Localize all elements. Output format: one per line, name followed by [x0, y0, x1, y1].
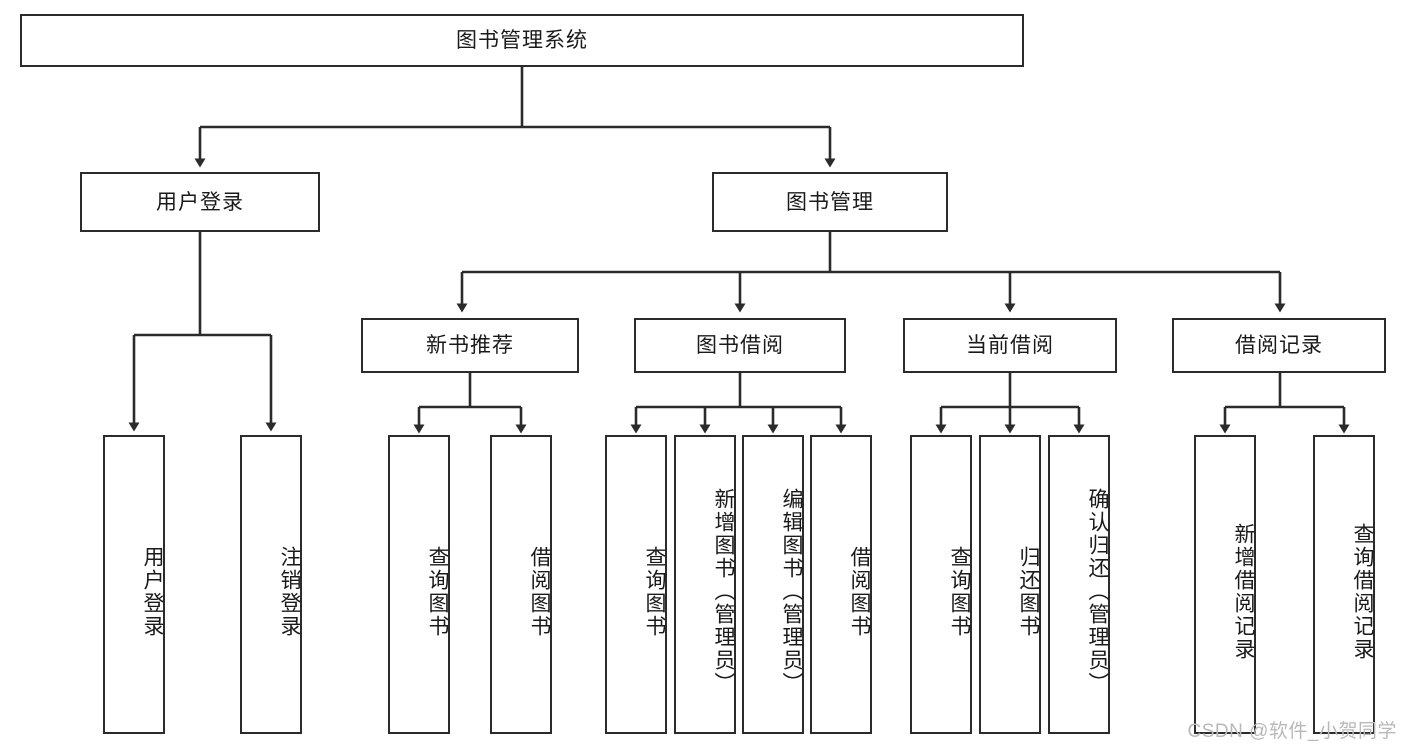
- watermark: CSDN @软件_小贺同学: [1187, 721, 1397, 742]
- node-root-system[interactable]: 图书管理系统: [20, 14, 1024, 67]
- leaf-borrow-edit-book-admin[interactable]: 编辑图书（管理员）: [742, 435, 804, 734]
- leaf-label: 查询图书: [643, 545, 666, 638]
- leaf-borrow-query-book[interactable]: 查询图书: [605, 435, 667, 734]
- node-current-borrow[interactable]: 当前借阅: [903, 318, 1117, 373]
- leaf-borrow-borrow-book[interactable]: 借阅图书: [810, 435, 872, 734]
- leaf-new-book-borrow[interactable]: 借阅图书: [490, 435, 552, 734]
- leaf-label: 归还图书: [1017, 545, 1040, 638]
- leaf-current-query-book[interactable]: 查询图书: [910, 435, 972, 734]
- leaf-record-add[interactable]: 新增借阅记录: [1194, 435, 1256, 734]
- leaf-label: 借阅图书: [528, 545, 551, 638]
- node-book-borrow[interactable]: 图书借阅: [634, 318, 846, 373]
- leaf-label: 查询图书: [948, 545, 971, 638]
- leaf-user-login-signout[interactable]: 注销登录: [240, 435, 302, 734]
- leaf-label: 查询借阅记录: [1351, 522, 1374, 661]
- leaf-user-login-signin[interactable]: 用户登录: [103, 435, 165, 734]
- leaf-label: 编辑图书（管理员）: [780, 488, 803, 695]
- leaf-record-query[interactable]: 查询借阅记录: [1313, 435, 1375, 734]
- node-book-management[interactable]: 图书管理: [712, 172, 948, 232]
- leaf-current-return-book[interactable]: 归还图书: [979, 435, 1041, 734]
- node-new-book-recommend[interactable]: 新书推荐: [361, 318, 579, 373]
- leaf-label: 用户登录: [141, 545, 164, 638]
- leaf-label: 注销登录: [278, 545, 301, 638]
- leaf-new-book-query[interactable]: 查询图书: [388, 435, 450, 734]
- leaf-label: 确认归还（管理员）: [1086, 488, 1109, 695]
- leaf-current-confirm-return-admin[interactable]: 确认归还（管理员）: [1048, 435, 1110, 734]
- leaf-label: 新增图书（管理员）: [712, 488, 735, 695]
- node-borrow-record[interactable]: 借阅记录: [1172, 318, 1386, 373]
- node-user-login[interactable]: 用户登录: [80, 172, 320, 232]
- leaf-borrow-add-book-admin[interactable]: 新增图书（管理员）: [674, 435, 736, 734]
- leaf-label: 查询图书: [426, 545, 449, 638]
- leaf-label: 新增借阅记录: [1232, 522, 1255, 661]
- leaf-label: 借阅图书: [848, 545, 871, 638]
